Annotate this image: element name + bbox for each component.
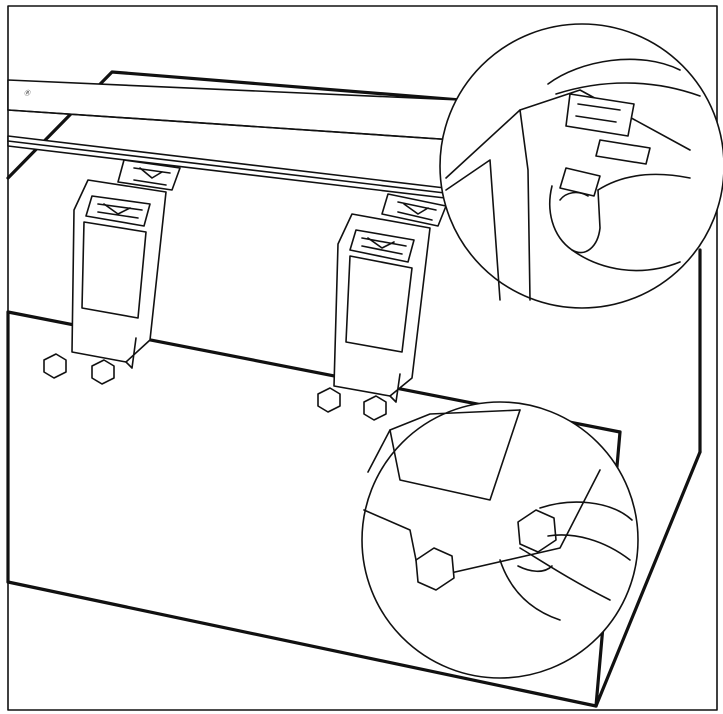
knob-right-2[interactable] [363,395,387,421]
brand-logo: Ⓡ [24,89,31,97]
knob-left-2[interactable] [91,359,115,385]
detail-callout-knob-tighten [361,401,639,679]
knob-left-1[interactable] [43,353,67,379]
light-bar: Ⓡ [7,79,461,199]
detail-callout-clip-release [439,23,723,309]
bracket-right [333,193,447,403]
knob-right-1[interactable] [317,387,341,413]
bracket-left [71,159,181,369]
